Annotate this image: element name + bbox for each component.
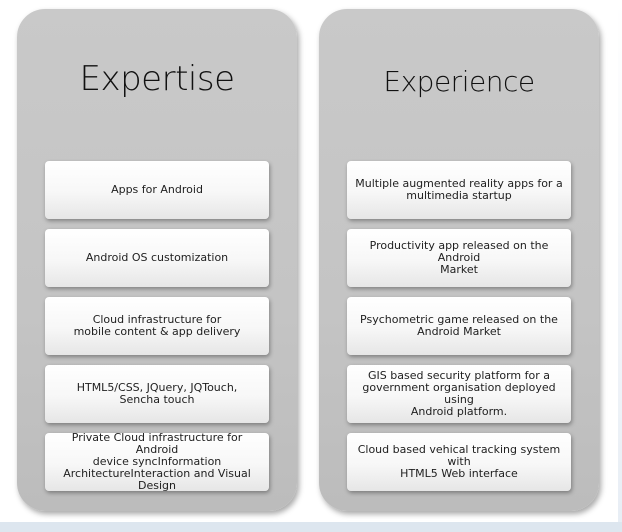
experience-card-label: Multiple augmented reality apps for a mu… <box>355 177 563 202</box>
expertise-card-label: Private Cloud infrastructure for Android… <box>63 431 251 492</box>
expertise-card-os-customization: Android OS customization <box>45 229 269 287</box>
expertise-card-android-apps: Apps for Android <box>45 161 269 219</box>
expertise-card-private-cloud: Private Cloud infrastructure for Android… <box>45 431 269 492</box>
expertise-card-label: Cloud infrastructure for mobile content … <box>73 313 241 338</box>
expertise-title: Expertise <box>79 59 236 99</box>
expertise-card-web-technologies: HTML5/CSS, JQuery, JQTouch, Sencha touch <box>45 365 269 423</box>
expertise-card-cloud-infrastructure: Cloud infrastructure for mobile content … <box>45 297 269 355</box>
right-edge-accent <box>618 0 622 522</box>
experience-card-productivity-app: Productivity app released on the Android… <box>347 229 571 287</box>
experience-card-label: GIS based security platform for a govern… <box>362 369 556 418</box>
experience-card-label: Psychometric game released on the Androi… <box>360 313 558 338</box>
footer-band <box>0 522 622 532</box>
experience-card-psychometric-game: Psychometric game released on the Androi… <box>347 297 571 355</box>
experience-card-vehicle-tracking: Cloud based vehical tracking system with… <box>347 433 571 491</box>
experience-title: Experience <box>383 65 535 98</box>
expertise-card-label: Android OS customization <box>85 251 229 264</box>
experience-card-label: Cloud based vehical tracking system with… <box>357 443 561 480</box>
expertise-card-label: HTML5/CSS, JQuery, JQTouch, Sencha touch <box>76 381 238 406</box>
experience-card-label: Productivity app released on the Android… <box>369 239 549 276</box>
experience-card-augmented-reality: Multiple augmented reality apps for a mu… <box>347 161 571 219</box>
expertise-card-label: Apps for Android <box>111 183 203 196</box>
expertise-panel: Expertise Apps for Android Android OS cu… <box>17 9 297 511</box>
experience-panel: Experience Multiple augmented reality ap… <box>319 9 599 511</box>
experience-card-gis-platform: GIS based security platform for a govern… <box>347 365 571 423</box>
